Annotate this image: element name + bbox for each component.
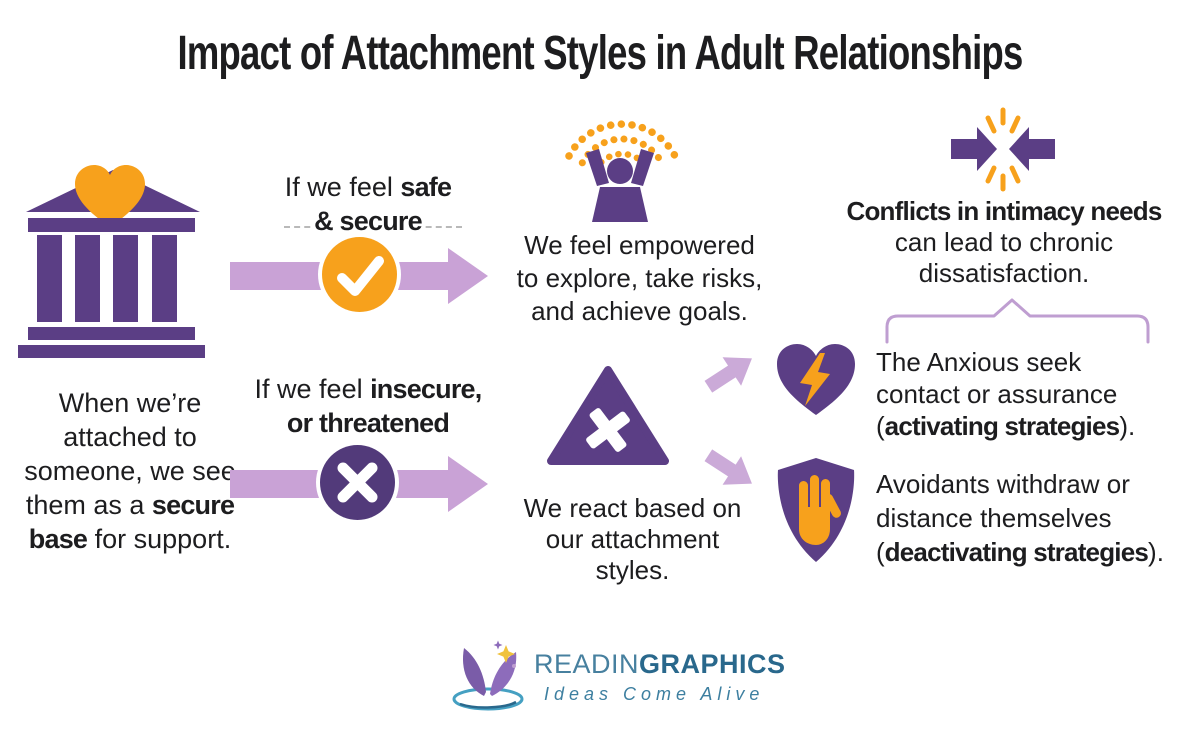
heart-shape — [75, 165, 145, 227]
swirl — [452, 687, 524, 711]
x-mark — [586, 408, 630, 452]
caption-line: distance themselves — [876, 503, 1112, 533]
label-line: or threatened — [286, 408, 450, 438]
caption-line: our attachment — [545, 524, 720, 554]
tiny-star — [512, 664, 516, 668]
anxious-caption: The Anxious seek contact or assurance (a… — [876, 346, 1200, 442]
brand-tagline: Ideas Come Alive — [544, 684, 765, 704]
caption-line: When we’re — [58, 388, 202, 418]
react-caption: We react based on our attachment styles. — [495, 493, 770, 586]
caption-line: We feel empowered — [524, 230, 755, 260]
caption-line: styles. — [595, 555, 670, 585]
label-line: If we feel safe — [284, 172, 452, 202]
avoidant-caption: Avoidants withdraw or distance themselve… — [876, 467, 1200, 569]
caption-line: and achieve goals. — [531, 296, 748, 326]
spark-lines — [985, 107, 1021, 192]
stop-hand — [799, 475, 841, 545]
logo-text: READINGRAPHICS Ideas Come Alive — [534, 649, 786, 705]
person-celebrating-burst-icon — [565, 120, 679, 222]
readinggraphics-book-logo-icon — [452, 640, 524, 711]
check-circle-icon — [322, 237, 397, 312]
page-title: Impact of Attachment Styles in Adult Rel… — [177, 27, 1023, 80]
caption-line: can lead to chronic — [894, 227, 1114, 257]
small-star — [493, 640, 503, 650]
conflict-caption: Conflicts in intimacy needs can lead to … — [812, 196, 1196, 289]
caption-line: The Anxious seek — [876, 347, 1082, 377]
colliding-arrows-spark-icon — [951, 107, 1055, 192]
triangle-x-warning-icon — [547, 366, 669, 465]
x-mark — [337, 462, 378, 503]
branch-arrow-down-icon — [704, 449, 752, 485]
caption-line: contact or assurance — [876, 379, 1118, 409]
caption-line: someone, we see — [24, 456, 236, 486]
caption-line: We react based on — [523, 493, 742, 523]
empowered-caption: We feel empowered to explore, take risks… — [497, 229, 782, 328]
label-line: & secure — [312, 206, 424, 236]
person-figure — [586, 149, 654, 222]
caption-line: attached to — [63, 422, 197, 452]
insecure-threatened-label: If we feel insecure, or threatened — [246, 372, 490, 440]
readinggraphics-logo[interactable]: READINGRAPHICS Ideas Come Alive — [450, 638, 785, 722]
x-circle-icon — [320, 445, 395, 520]
caption-line: them as a secure — [25, 490, 235, 520]
secure-base-caption: When we’re attached to someone, we see t… — [2, 386, 258, 556]
check-mark — [337, 256, 384, 296]
caption-line: (activating strategies). — [876, 411, 1136, 441]
safe-secure-label: If we feel safe & secure — [256, 170, 480, 238]
caption-line: Avoidants withdraw or — [876, 469, 1130, 499]
brand-name: READINGRAPHICS — [534, 649, 786, 679]
curly-brace-icon — [885, 298, 1150, 344]
shield-stop-hand-icon — [777, 458, 855, 562]
right-wing — [490, 652, 517, 696]
heart-lightning-icon — [777, 344, 855, 415]
caption-line: base for support. — [28, 524, 232, 554]
label-line: If we feel insecure, — [254, 374, 483, 404]
left-wing — [462, 648, 486, 696]
caption-line: (deactivating strategies). — [876, 537, 1164, 567]
branch-arrow-up-icon — [704, 357, 752, 393]
dot-arc-outer — [565, 120, 679, 160]
caption-line: to explore, take risks, — [516, 263, 763, 293]
caption-line: dissatisfaction. — [918, 258, 1090, 288]
bank-heart-icon — [18, 165, 205, 358]
caption-line: Conflicts in intimacy needs — [846, 196, 1162, 226]
lightning-bolt — [800, 353, 830, 406]
star — [497, 645, 515, 663]
